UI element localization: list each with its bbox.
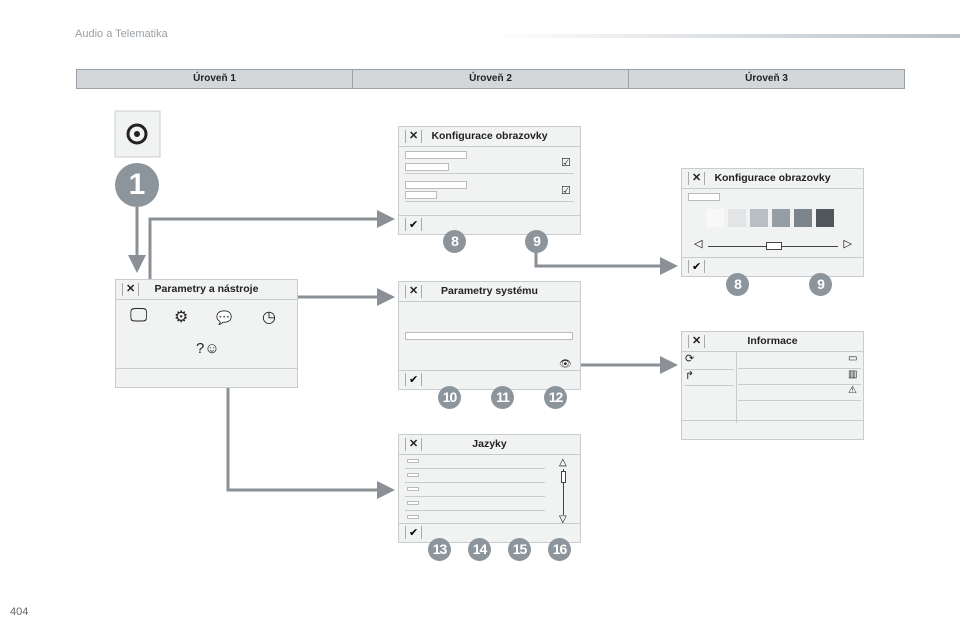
display-icon[interactable]: 🖵 — [130, 305, 148, 325]
panel-display-config: ✕ Konfigurace obrazovky ☑ ☑ ✔ — [398, 126, 581, 235]
panel-display-config-level3: ✕ Konfigurace obrazovky ◁ ▷ ✔ — [681, 168, 864, 277]
checkbox-icon[interactable]: ☑ — [561, 157, 571, 169]
scrollbar[interactable]: △ ▽ — [559, 457, 567, 525]
confirm-button[interactable]: ✔ — [405, 526, 423, 539]
panel-title: Jazyky — [472, 438, 507, 450]
badge: 8 — [726, 273, 749, 296]
panel-title: Konfigurace obrazovky — [714, 172, 831, 184]
user-help-icon[interactable]: ?☺ — [196, 340, 220, 357]
panel-languages: ✕ Jazyky △ ▽ ✔ — [398, 434, 581, 543]
level-3: Úroveň 3 — [745, 73, 788, 84]
panel-system-settings: ✕ Parametry systému 👁 ✔ — [398, 281, 581, 390]
badge: 12 — [544, 386, 567, 409]
gear-icon[interactable]: ⚙ — [174, 309, 189, 326]
badge: 11 — [491, 386, 514, 409]
step-badge: 1 — [128, 168, 146, 201]
level-1: Úroveň 1 — [77, 70, 353, 88]
panel-tools: ✕ Parametry a nástroje 🖵 ⚙ 💬 ◷ ?☺ — [115, 279, 298, 388]
confirm-button[interactable]: ✔ — [405, 218, 423, 231]
level-2: Úroveň 2 — [353, 70, 629, 88]
eye-icon[interactable]: 👁 — [559, 359, 572, 370]
brightness-slider[interactable]: ◁ ▷ — [694, 238, 852, 250]
close-icon[interactable]: ✕ — [405, 130, 423, 143]
settings-button — [114, 110, 161, 158]
header-divider — [490, 34, 960, 38]
arrow-icon[interactable]: ↱ — [685, 370, 695, 382]
badge: 13 — [428, 538, 451, 561]
language-icon[interactable]: 💬 — [216, 310, 233, 325]
connector-display-level3 — [534, 252, 678, 275]
panel-title: Parametry a nástroje — [154, 283, 259, 295]
badge: 9 — [525, 230, 548, 253]
close-icon[interactable]: ✕ — [122, 283, 140, 296]
device-icon[interactable]: ▭ — [848, 353, 858, 364]
refresh-icon[interactable]: ⟳ — [685, 353, 695, 365]
close-icon[interactable]: ✕ — [688, 172, 706, 185]
checkbox-icon[interactable]: ☑ — [561, 185, 571, 197]
badge: 14 — [468, 538, 491, 561]
gear-icon — [126, 123, 148, 145]
badge: 8 — [443, 230, 466, 253]
confirm-button[interactable]: ✔ — [405, 373, 423, 386]
theme-swatches[interactable] — [706, 209, 834, 227]
badge: 9 — [809, 273, 832, 296]
panel-title: Konfigurace obrazovky — [431, 130, 548, 142]
book-icon[interactable]: ▥ — [848, 369, 858, 380]
panel-title: Parametry systému — [441, 285, 538, 297]
badge: 10 — [438, 386, 461, 409]
confirm-button[interactable]: ✔ — [688, 260, 706, 273]
panel-title: Informace — [747, 335, 798, 347]
badge: 16 — [548, 538, 571, 561]
panel-information: ✕ Informace ⟳ ↱ ▭ ▥ ⚠ — [681, 331, 864, 440]
close-icon[interactable]: ✕ — [405, 438, 423, 451]
warning-icon[interactable]: ⚠ — [848, 385, 857, 396]
page-number: 404 — [10, 606, 29, 618]
clock-icon[interactable]: ◷ — [262, 309, 276, 326]
section-title: Audio a Telematika — [75, 28, 168, 40]
levels-bar: Úroveň 1 Úroveň 2 Úroveň 3 — [76, 69, 905, 89]
step-badge-circle — [115, 163, 159, 207]
badge: 15 — [508, 538, 531, 561]
close-icon[interactable]: ✕ — [405, 285, 423, 298]
close-icon[interactable]: ✕ — [688, 335, 706, 348]
